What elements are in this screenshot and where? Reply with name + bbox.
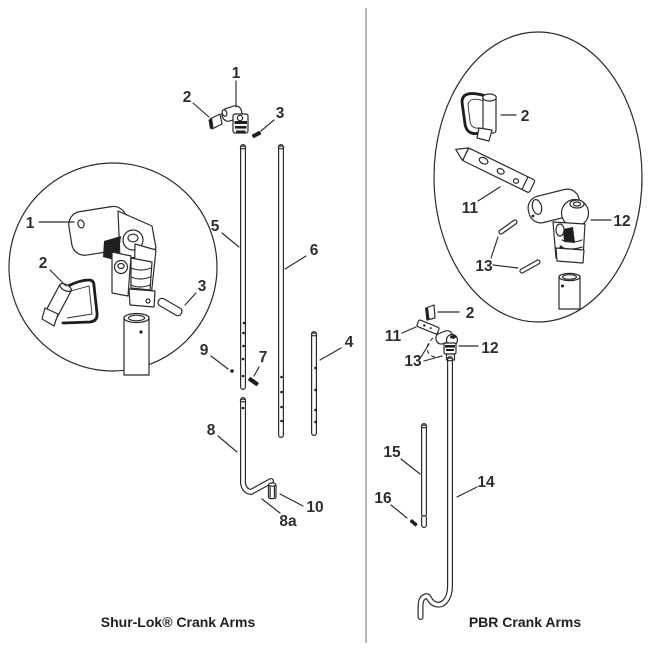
- callout-8a-label: 8a: [279, 513, 297, 530]
- callout-6: 6: [284, 242, 319, 270]
- callout-14-label: 14: [477, 474, 495, 491]
- callout-9: 9: [200, 342, 234, 373]
- callout-small-2-label: 2: [466, 305, 475, 322]
- left-detail-circle: [8, 162, 218, 372]
- callout-small-13: 13: [404, 337, 445, 370]
- callout-3-label: 3: [276, 105, 285, 122]
- callout-d12: 12: [590, 213, 631, 230]
- callout-5-label: 5: [211, 218, 220, 235]
- callout-16-label: 16: [374, 490, 392, 507]
- callout-10: 10: [279, 493, 324, 516]
- detail-handle: [41, 278, 99, 327]
- callout-d11-label: 11: [462, 200, 479, 217]
- callout-d13: 13: [475, 236, 519, 275]
- detail-bar-11: [455, 147, 536, 193]
- top-clip: [208, 113, 223, 130]
- callout-d2: 2: [500, 108, 530, 125]
- callout-4-label: 4: [345, 334, 354, 351]
- pin-16: [409, 519, 418, 527]
- callout-15: 15: [383, 444, 421, 475]
- top-joint-assembly: [221, 105, 249, 134]
- callout-d12-label: 12: [613, 213, 630, 230]
- callout-8a: 8a: [261, 498, 297, 530]
- callout-7-label: 7: [259, 349, 268, 366]
- callout-7: 7: [248, 349, 268, 386]
- callout-d11: 11: [462, 186, 501, 217]
- callout-small-11: 11: [385, 326, 417, 345]
- callout-d13-label: 13: [475, 258, 493, 275]
- callout-detail-2-label: 2: [39, 255, 48, 272]
- callout-small-12: 12: [458, 340, 499, 357]
- callout-1-label: 1: [232, 65, 241, 82]
- callout-16: 16: [374, 490, 418, 527]
- callout-small-11-label: 11: [385, 328, 402, 345]
- callout-small-13-label: 13: [404, 353, 422, 370]
- callout-detail-1-label: 1: [26, 215, 35, 232]
- callout-8: 8: [207, 422, 238, 453]
- callout-1: 1: [232, 65, 241, 108]
- top-pin: [251, 130, 262, 139]
- right-detail-ellipse: [433, 31, 643, 323]
- detail-handle-pbr: [460, 92, 497, 142]
- crank-arm-8: [239, 397, 274, 496]
- detail-joint-12: [527, 188, 590, 264]
- detail-pins-13: [498, 219, 541, 274]
- rod-4: [310, 331, 318, 436]
- callout-14: 14: [456, 474, 495, 498]
- callout-2-label: 2: [183, 89, 192, 106]
- rod-5: [239, 144, 247, 390]
- callout-small-12-label: 12: [481, 340, 498, 357]
- pin-7: [248, 377, 259, 386]
- callout-6-label: 6: [310, 242, 319, 259]
- callout-detail-2: 2: [39, 255, 67, 287]
- crank-rod-14: [417, 356, 454, 620]
- callout-5: 5: [211, 218, 240, 248]
- screw-dot-9: [230, 369, 234, 373]
- joint-12-small: [435, 330, 459, 361]
- bar-11-small: [416, 319, 440, 335]
- callout-detail-3-label: 3: [198, 278, 207, 295]
- left-pole-stub: [123, 312, 150, 376]
- callout-small-2: 2: [437, 305, 475, 322]
- rod-15: [420, 423, 428, 528]
- callout-3: 3: [260, 105, 285, 132]
- left-panel-title: Shur-Lok® Crank Arms: [101, 614, 256, 630]
- callout-8-label: 8: [207, 422, 216, 439]
- callout-detail-1: 1: [26, 215, 75, 232]
- callout-d2-label: 2: [521, 108, 530, 125]
- right-panel-title: PBR Crank Arms: [469, 614, 582, 630]
- callout-detail-3: 3: [184, 278, 207, 306]
- callout-2: 2: [183, 89, 210, 118]
- callout-4: 4: [319, 334, 354, 361]
- rod-6: [277, 144, 285, 438]
- callout-10-label: 10: [306, 499, 323, 516]
- handle-tip-10: [267, 482, 277, 500]
- right-pole-stub: [558, 272, 581, 310]
- detail-pin: [157, 297, 183, 317]
- callout-9-label: 9: [200, 342, 209, 359]
- detail-universal-joint: [68, 205, 157, 308]
- callout-15-label: 15: [383, 444, 401, 461]
- clip-2-small: [425, 304, 436, 321]
